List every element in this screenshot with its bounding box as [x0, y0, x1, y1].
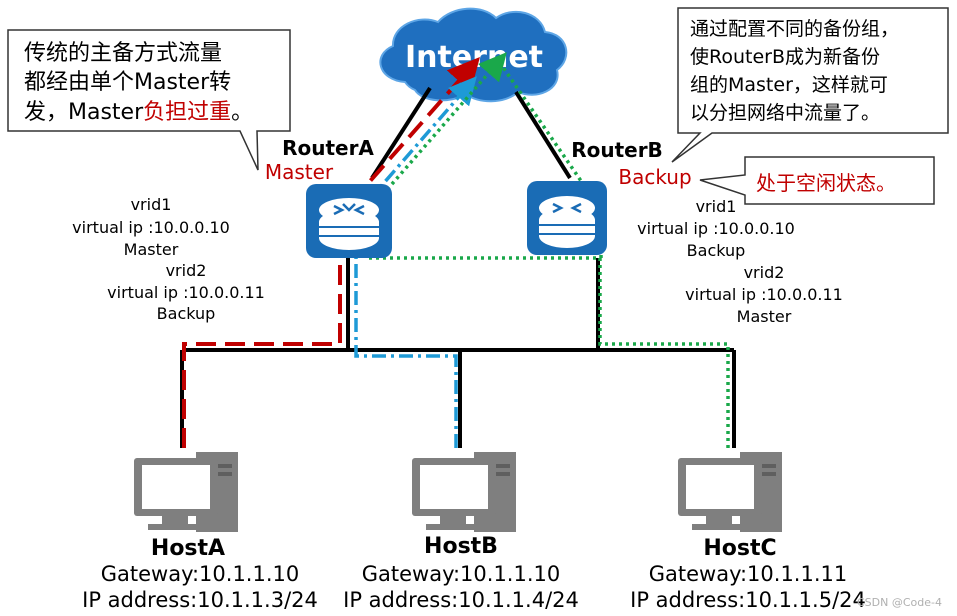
note-right-line4: 以分担网络中流量了。 — [690, 102, 880, 124]
internet-label: Internet — [405, 40, 543, 75]
router-b-vrid1-state: Backup — [687, 241, 746, 260]
note-left-emphasis: 负担过重 — [143, 100, 231, 125]
host-c-ip: IP address:10.1.1.5/24 — [630, 588, 866, 612]
note-left-line2: 都经由单个Master转 — [24, 70, 231, 95]
note-left-line3: 发，Master负担过重。 — [24, 100, 253, 125]
router-a-vrid1: vrid1 — [131, 195, 172, 214]
router-b-vrid2-vip: virtual ip :10.0.0.11 — [685, 285, 843, 304]
router-a-vrid1-vip: virtual ip :10.0.0.10 — [72, 218, 230, 237]
host-a-computer-icon — [134, 452, 238, 532]
traffic-path-hosta — [182, 57, 480, 448]
link-routera-internet — [370, 86, 432, 180]
host-c-computer-icon — [678, 452, 782, 532]
router-b-vrid2: vrid2 — [744, 263, 785, 282]
note-right-line3: 组的Master，这样就可 — [690, 74, 888, 96]
router-a-name: RouterA — [282, 136, 374, 160]
host-c-gateway: Gateway:10.1.1.11 — [649, 562, 848, 586]
router-a-vrid2-vip: virtual ip :10.0.0.11 — [107, 283, 265, 302]
note-left-line1: 传统的主备方式流量 — [24, 41, 222, 66]
host-c-name: HostC — [703, 536, 776, 561]
router-b-vrid1-vip: virtual ip :10.0.0.10 — [637, 219, 795, 238]
watermark: CSDN @Code-4 — [857, 596, 942, 609]
internet-cloud: Internet — [379, 7, 568, 103]
router-b — [527, 181, 607, 255]
host-a-ip: IP address:10.1.1.3/24 — [82, 588, 318, 612]
note-right-line2: 使RouterB成为新备份 — [690, 46, 880, 68]
host-b-gateway: Gateway:10.1.1.10 — [362, 562, 561, 586]
note-left: 传统的主备方式流量 都经由单个Master转 发，Master负担过重。 — [7, 29, 291, 171]
router-a-vrid2: vrid2 — [166, 261, 207, 280]
router-a-vrid1-state: Master — [124, 240, 179, 259]
router-a-vrrp-config: vrid1 virtual ip :10.0.0.10 Master vrid2… — [72, 195, 265, 323]
router-b-vrrp-config: vrid1 virtual ip :10.0.0.10 Backup vrid2… — [637, 197, 843, 326]
note-right-line1: 通过配置不同的备份组， — [690, 18, 899, 40]
link-routerb-internet — [514, 90, 572, 180]
host-a-name: HostA — [151, 536, 225, 561]
router-b-role: Backup — [618, 165, 691, 189]
router-b-vrid1: vrid1 — [696, 197, 737, 216]
host-c: HostC Gateway:10.1.1.11 IP address:10.1.… — [630, 452, 866, 612]
host-b: HostB Gateway:10.1.1.10 IP address:10.1.… — [343, 452, 579, 612]
host-b-computer-icon — [412, 452, 516, 532]
host-b-name: HostB — [424, 534, 498, 559]
note-left-line3-b: 。 — [231, 100, 253, 125]
traffic-path-hostb — [354, 76, 477, 448]
note-right: 通过配置不同的备份组， 使RouterB成为新备份 组的Master，这样就可 … — [671, 7, 949, 163]
router-a — [306, 184, 392, 258]
router-b-name: RouterB — [571, 138, 663, 162]
host-b-ip: IP address:10.1.1.4/24 — [343, 588, 579, 612]
router-a-role: Master — [265, 160, 334, 184]
host-a: HostA Gateway:10.1.1.10 IP address:10.1.… — [82, 452, 318, 612]
note-idle-text: 处于空闲状态。 — [756, 171, 896, 195]
note-idle: 处于空闲状态。 — [699, 156, 935, 205]
note-left-line3-a: 发，Master — [24, 100, 144, 125]
router-a-vrid2-state: Backup — [157, 304, 216, 323]
router-b-vrid2-state: Master — [737, 307, 792, 326]
host-a-gateway: Gateway:10.1.1.10 — [101, 562, 300, 586]
